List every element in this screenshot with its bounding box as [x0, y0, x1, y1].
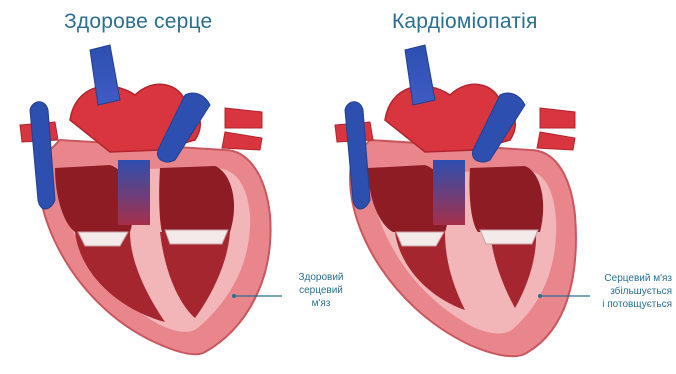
healthy-label-line-2: серцевий: [286, 284, 356, 297]
cm-label-line-3: і потовщується: [588, 298, 672, 311]
cm-label-line-2: збільшується: [588, 285, 672, 298]
healthy-label-line-1: Здоровий: [286, 271, 356, 284]
cardiomyopathy-heart: [335, 45, 590, 356]
healthy-muscle-label: Здоровий серцевий м'яз: [286, 271, 356, 310]
healthy-heart: [20, 45, 282, 354]
cm-label-line-1: Серцевий м'яз: [588, 272, 672, 285]
healthy-label-line-3: м'яз: [286, 297, 356, 310]
cm-muscle-label: Серцевий м'яз збільшується і потовщуєтьс…: [588, 272, 672, 311]
